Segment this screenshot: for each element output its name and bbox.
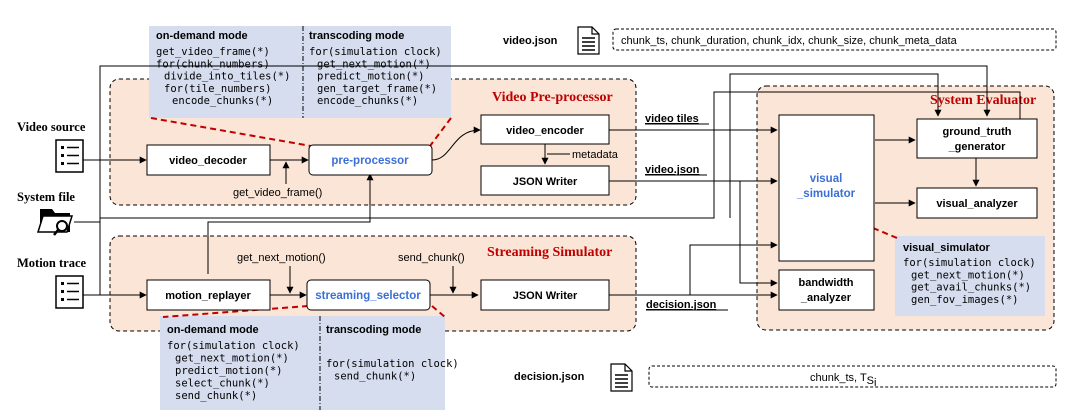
streaming-selector-label: streaming_selector <box>315 290 421 302</box>
decision-json-file-icon <box>610 363 633 392</box>
visual-sim-panel-code: for(simulation clock)get_next_motion(*)g… <box>903 257 1036 306</box>
decision-json-file-name: decision.json <box>514 371 585 383</box>
bandwidth-analyzer-label-1: bandwidth <box>799 277 854 289</box>
bottom-mode-panel <box>160 316 445 410</box>
code-line: send_chunk(*) <box>175 390 257 402</box>
edge-label-get-video-frame: get_video_frame() <box>233 187 322 199</box>
bottom-ondemand-title: on-demand mode <box>167 324 259 336</box>
code-line: get_next_motion(*) <box>175 353 289 365</box>
code-line: select_chunk(*) <box>175 378 270 390</box>
pre-processor-box <box>308 144 433 176</box>
code-line: get_avail_chunks(*) <box>911 282 1031 294</box>
ground-truth-generator-box <box>916 118 1038 159</box>
edge-label-video-tiles: video tiles <box>645 113 699 125</box>
decision-json-fields-box <box>648 365 1057 388</box>
code-line: for(simulation clock) <box>326 358 459 370</box>
visual-analyzer-label: visual_analyzer <box>936 198 1018 210</box>
code-line: divide_into_tiles(*) <box>164 71 290 83</box>
system-file-label: System file <box>17 190 75 204</box>
streaming-selector-box <box>306 279 431 311</box>
top-mode-panel <box>149 26 451 118</box>
bottom-transcoding-title: transcoding mode <box>326 324 421 336</box>
code-line: send_chunk(*) <box>334 371 416 383</box>
visual-sim-panel-title: visual_simulator <box>903 242 991 254</box>
video-json-fields: chunk_ts, chunk_duration, chunk_idx, chu… <box>621 35 958 47</box>
preprocessor-title: Video Pre-processor <box>492 90 613 105</box>
folder-search-icon <box>36 209 74 236</box>
code-line: predict_motion(*) <box>175 365 282 377</box>
code-line: get_video_frame(*) <box>156 46 270 58</box>
code-line: encode_chunks(*) <box>172 95 273 107</box>
ground-truth-label-2: _generator <box>948 141 1007 153</box>
edge-label-get-next-motion: get_next_motion() <box>237 252 326 264</box>
video-encoder-box <box>480 114 610 145</box>
edge-label-metadata: metadata <box>572 149 619 161</box>
pre-processor-label: pre-processor <box>331 155 409 167</box>
visual-simulator-box <box>778 114 875 262</box>
video-source-icon <box>55 139 84 173</box>
code-line: for(simulation clock) <box>309 46 442 58</box>
visual-simulator-label-1: visual <box>810 173 843 185</box>
code-line: encode_chunks(*) <box>317 95 418 107</box>
visual-sim-panel <box>895 236 1045 316</box>
bottom-transcoding-code: for(simulation clock)send_chunk(*) <box>326 358 459 383</box>
code-line: for(tile_numbers) <box>164 83 271 95</box>
visual-analyzer-box <box>916 187 1038 219</box>
motion-trace-label: Motion trace <box>17 256 87 270</box>
video-encoder-label: video_encoder <box>506 125 584 137</box>
json-writer-top-box <box>480 165 610 196</box>
top-transcoding-code: for(simulation clock)get_next_motion(*)p… <box>309 46 442 107</box>
bottom-ondemand-code: for(simulation clock)get_next_motion(*)p… <box>167 340 300 402</box>
evaluator-title: System Evaluator <box>930 93 1036 108</box>
code-line: gen_fov_images(*) <box>911 294 1018 306</box>
edge-label-decision-json: decision.json <box>646 299 717 311</box>
motion-replayer-box <box>146 279 271 311</box>
video-json-file-name: video.json <box>503 35 558 47</box>
code-line: for(simulation clock) <box>903 257 1036 269</box>
code-line: get_next_motion(*) <box>911 269 1025 281</box>
edge-label-send-chunk: send_chunk() <box>398 252 465 264</box>
json-writer-bottom-label: JSON Writer <box>513 290 578 302</box>
top-ondemand-title: on-demand mode <box>156 30 248 42</box>
video-source-label: Video source <box>17 120 86 134</box>
motion-trace-icon <box>55 275 84 309</box>
json-writer-bottom-box <box>480 279 610 311</box>
motion-replayer-label: motion_replayer <box>165 290 251 302</box>
json-writer-top-label: JSON Writer <box>513 176 578 188</box>
streaming-title: Streaming Simulator <box>487 245 612 260</box>
video-json-fields-box <box>612 28 1057 51</box>
video-decoder-box <box>146 144 271 176</box>
visual-simulator-label-2: _simulator <box>796 188 856 200</box>
code-line: for(simulation clock) <box>167 340 300 352</box>
code-line: predict_motion(*) <box>317 71 424 83</box>
video-json-file-icon <box>577 26 600 55</box>
video-decoder-label: video_decoder <box>169 155 247 167</box>
code-line: gen_target_frame(*) <box>317 83 437 95</box>
decision-json-fields: chunk_ts, TSi <box>810 372 876 389</box>
code-line: get_next_motion(*) <box>317 58 431 70</box>
top-transcoding-title: transcoding mode <box>309 30 404 42</box>
bandwidth-analyzer-box <box>778 269 875 311</box>
bandwidth-analyzer-label-2: _analyzer <box>800 292 852 304</box>
code-line: for(chunk_numbers) <box>156 58 270 70</box>
top-ondemand-code: get_video_frame(*)for(chunk_numbers)divi… <box>156 46 290 107</box>
ground-truth-label-1: ground_truth <box>942 126 1011 138</box>
edge-label-video-json: video.json <box>645 164 700 176</box>
